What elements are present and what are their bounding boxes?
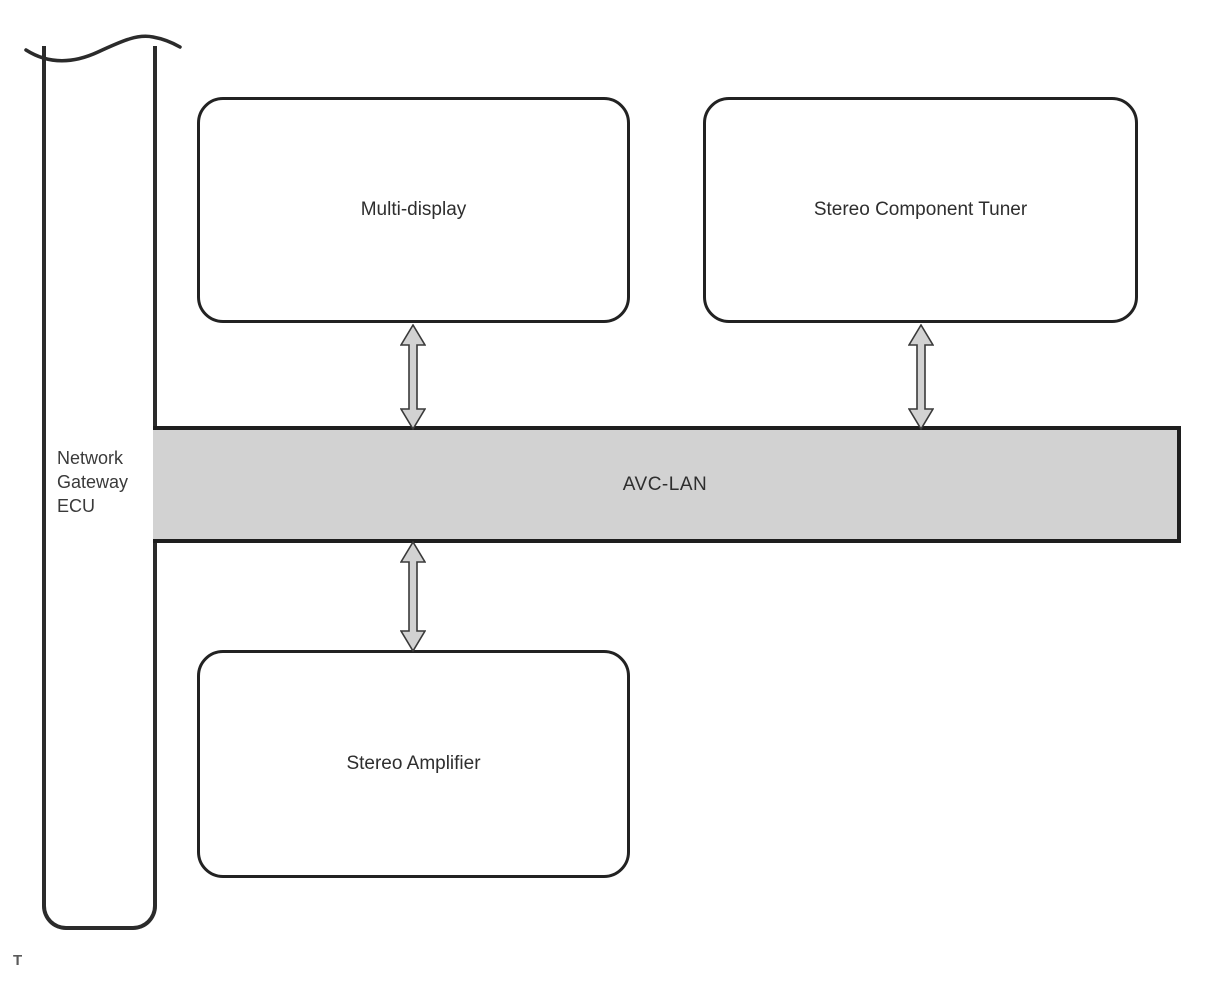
gateway-label-line: Network xyxy=(57,448,124,468)
bidirectional-arrow-multi-display xyxy=(400,324,426,430)
node-label: Stereo Component Tuner xyxy=(813,199,1028,220)
network-gateway-ecu-label: Network Gateway ECU xyxy=(57,446,128,518)
footnote-t: T xyxy=(13,952,23,969)
gateway-label-line: Gateway xyxy=(57,472,129,492)
bidirectional-arrow-stereo-amplifier xyxy=(400,541,426,652)
node-label: Stereo Amplifier xyxy=(346,753,481,774)
node-multi-display: Multi-display xyxy=(197,97,630,323)
bidirectional-arrow-stereo-component-tuner xyxy=(908,324,934,430)
break-wave-line xyxy=(24,34,182,63)
avc-lan-bus-bar: AVC-LAN xyxy=(153,426,1181,543)
network-gateway-ecu-bar: Network Gateway ECU xyxy=(42,46,157,930)
avc-lan-label: AVC-LAN xyxy=(622,473,708,495)
gateway-label-line: ECU xyxy=(57,496,96,516)
node-stereo-amplifier: Stereo Amplifier xyxy=(197,650,630,878)
node-label: Multi-display xyxy=(360,199,467,220)
node-stereo-component-tuner: Stereo Component Tuner xyxy=(703,97,1138,323)
